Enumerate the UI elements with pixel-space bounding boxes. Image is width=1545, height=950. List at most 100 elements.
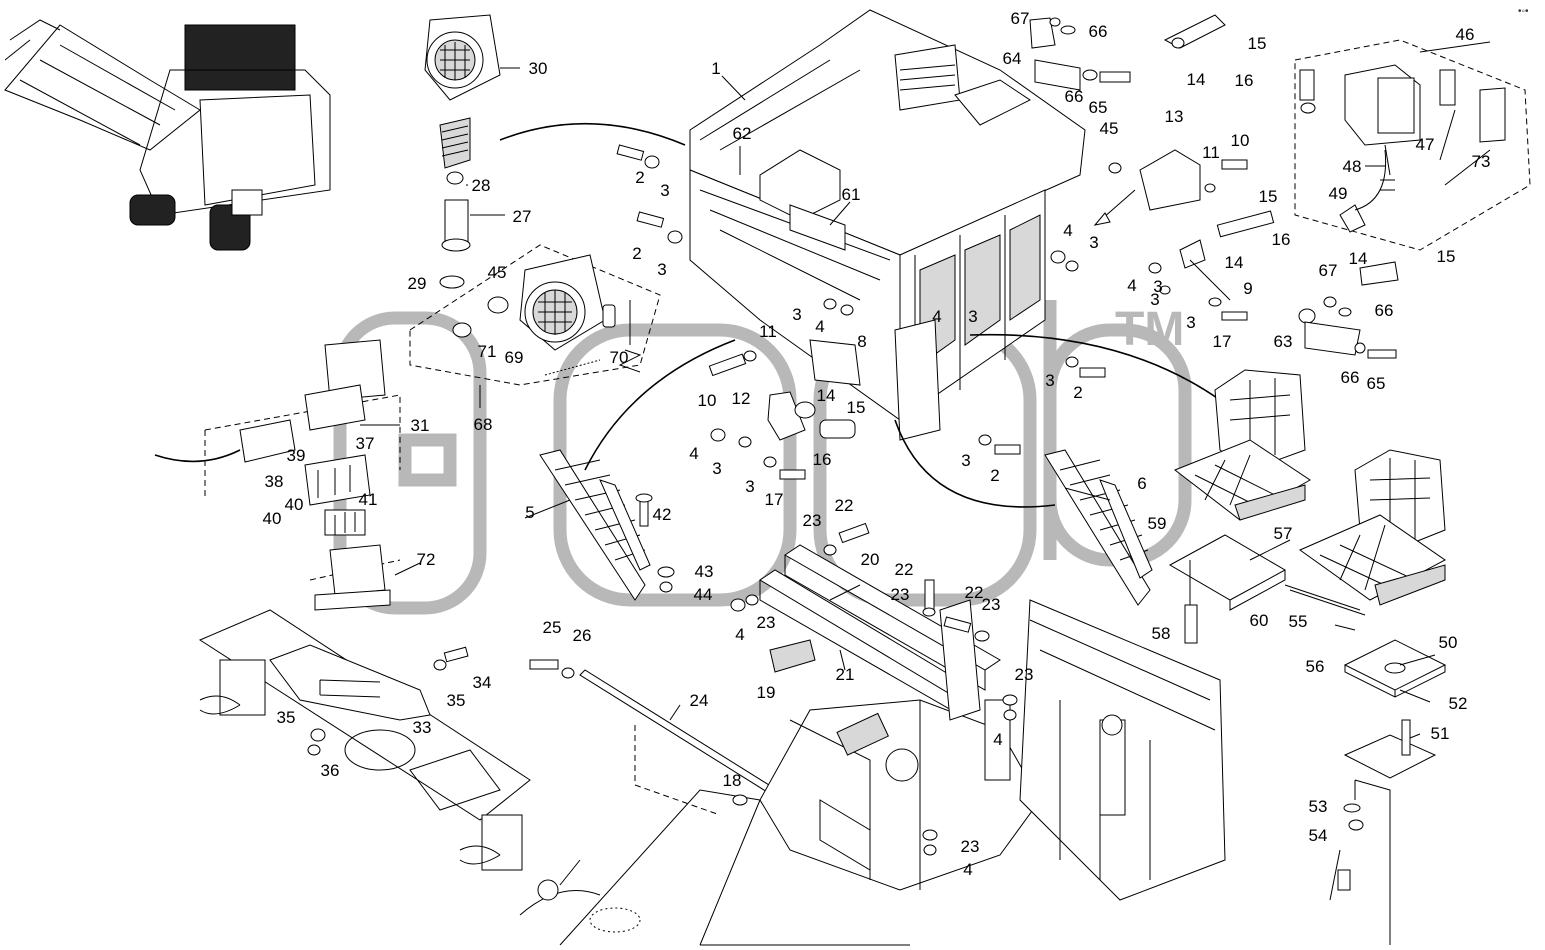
callout-c64: 64 [1003, 49, 1022, 68]
callout-c27: 27 [513, 207, 532, 226]
callout-c14b: 14 [1225, 253, 1244, 272]
callout-c22a: 22 [835, 496, 854, 515]
lamp-group-46 [1294, 39, 1531, 251]
callout-c8: 8 [857, 332, 866, 351]
callout-c47: 47 [1416, 135, 1435, 154]
callout-c67a: 67 [1011, 9, 1030, 28]
callout-c72: 72 [417, 550, 436, 569]
callout-c23b: 23 [891, 585, 910, 604]
callout-c3h: 3 [1045, 371, 1054, 390]
callout-c16c: 16 [813, 450, 832, 469]
fastener-set-front [616, 144, 1106, 455]
callout-c65b: 65 [1367, 374, 1386, 393]
callout-c21: 21 [836, 665, 855, 684]
callout-c3a: 3 [660, 181, 669, 200]
callout-c69: 69 [505, 348, 524, 367]
callout-c25: 25 [543, 618, 562, 637]
corner-mark: •◦• [1518, 6, 1529, 17]
operator-cab-1 [689, 9, 1086, 441]
callout-c15c: 15 [1437, 247, 1456, 266]
callout-c3k: 3 [745, 477, 754, 496]
callout-c54: 54 [1309, 826, 1328, 845]
callout-c22c: 22 [965, 583, 984, 602]
callout-c46: 46 [1456, 25, 1475, 44]
callout-c63: 63 [1274, 332, 1293, 351]
callout-c23e: 23 [1015, 665, 1034, 684]
callout-c18: 18 [723, 771, 742, 790]
callout-c14c: 14 [1349, 249, 1368, 268]
callout-c23a: 23 [803, 511, 822, 530]
callout-c14a: 14 [1187, 70, 1206, 89]
callout-c66c: 66 [1375, 301, 1394, 320]
callout-c2a: 2 [635, 168, 644, 187]
callout-c36: 36 [321, 761, 340, 780]
callout-c24: 24 [690, 691, 709, 710]
callout-c67b: 67 [1319, 261, 1338, 280]
callout-c4e: 4 [689, 444, 698, 463]
callout-c3b: 3 [657, 260, 666, 279]
callout-c52: 52 [1449, 694, 1468, 713]
chassis-frame [519, 599, 1226, 946]
latch-assembly-13 [1093, 149, 1248, 226]
callout-c61: 61 [842, 185, 861, 204]
cable-route-3 [894, 419, 1056, 508]
callout-c40a: 40 [285, 495, 304, 514]
spring-assembly-27 [439, 117, 471, 289]
callout-c3f: 3 [1150, 290, 1159, 309]
operator-seat-a [1173, 369, 1311, 521]
callout-c58: 58 [1152, 624, 1171, 643]
callout-c3j: 3 [712, 459, 721, 478]
callout-c73: 73 [1472, 152, 1491, 171]
step-panel-33 [198, 609, 531, 871]
callout-c4d: 4 [932, 307, 941, 326]
callout-c23c: 23 [982, 595, 1001, 614]
headlight-group-68 [409, 244, 661, 386]
callout-c71: 71 [478, 342, 497, 361]
callout-c41: 41 [359, 490, 378, 509]
machine-overview-illustration [4, 19, 331, 251]
ladder-6 [1044, 449, 1153, 606]
callout-c1: 1 [711, 59, 720, 78]
connector-housing-group-31 [154, 339, 401, 611]
callout-c3c: 3 [1089, 233, 1098, 252]
callout-c6: 6 [1137, 474, 1146, 493]
callout-c37: 37 [356, 434, 375, 453]
hinge-assembly-9 [1148, 210, 1275, 321]
callout-c39: 39 [287, 446, 306, 465]
callout-c59: 59 [1148, 514, 1167, 533]
operator-seat-b [1298, 449, 1446, 606]
callout-c70: 70 [610, 348, 629, 367]
callout-c26: 26 [573, 626, 592, 645]
callout-c31: 31 [411, 416, 430, 435]
callout-c16b: 16 [1272, 230, 1291, 249]
callout-c4a: 4 [1063, 221, 1072, 240]
callout-c40b: 40 [263, 509, 282, 528]
callout-c22b: 22 [895, 560, 914, 579]
callout-c35a: 35 [447, 691, 466, 710]
callout-c60: 60 [1250, 611, 1269, 630]
callout-c65a: 65 [1089, 98, 1108, 117]
callout-c29: 29 [408, 274, 427, 293]
callout-c62: 62 [733, 124, 752, 143]
callout-c4b: 4 [1127, 276, 1136, 295]
callout-c15b: 15 [1259, 187, 1278, 206]
seat-mounting-plate-57 [1168, 534, 1366, 644]
callout-c4f: 4 [735, 625, 744, 644]
callout-c30: 30 [529, 59, 548, 78]
callout-c16a: 16 [1235, 71, 1254, 90]
callout-c2b: 2 [632, 244, 641, 263]
bracket-assembly-64 [1029, 14, 1226, 91]
callout-c10a: 10 [1231, 131, 1250, 150]
rubber-strip-19 [769, 639, 816, 673]
callout-c2c: 2 [1073, 383, 1082, 402]
callout-c14d: 14 [817, 386, 836, 405]
callout-c12: 12 [732, 389, 751, 408]
watermark-trademark: TM [1115, 303, 1184, 356]
callout-c15a: 15 [1248, 34, 1267, 53]
bracket-assembly-63 [1298, 261, 1399, 359]
callout-c3e: 3 [968, 307, 977, 326]
callout-c3i: 3 [961, 451, 970, 470]
callout-c66b: 66 [1065, 87, 1084, 106]
